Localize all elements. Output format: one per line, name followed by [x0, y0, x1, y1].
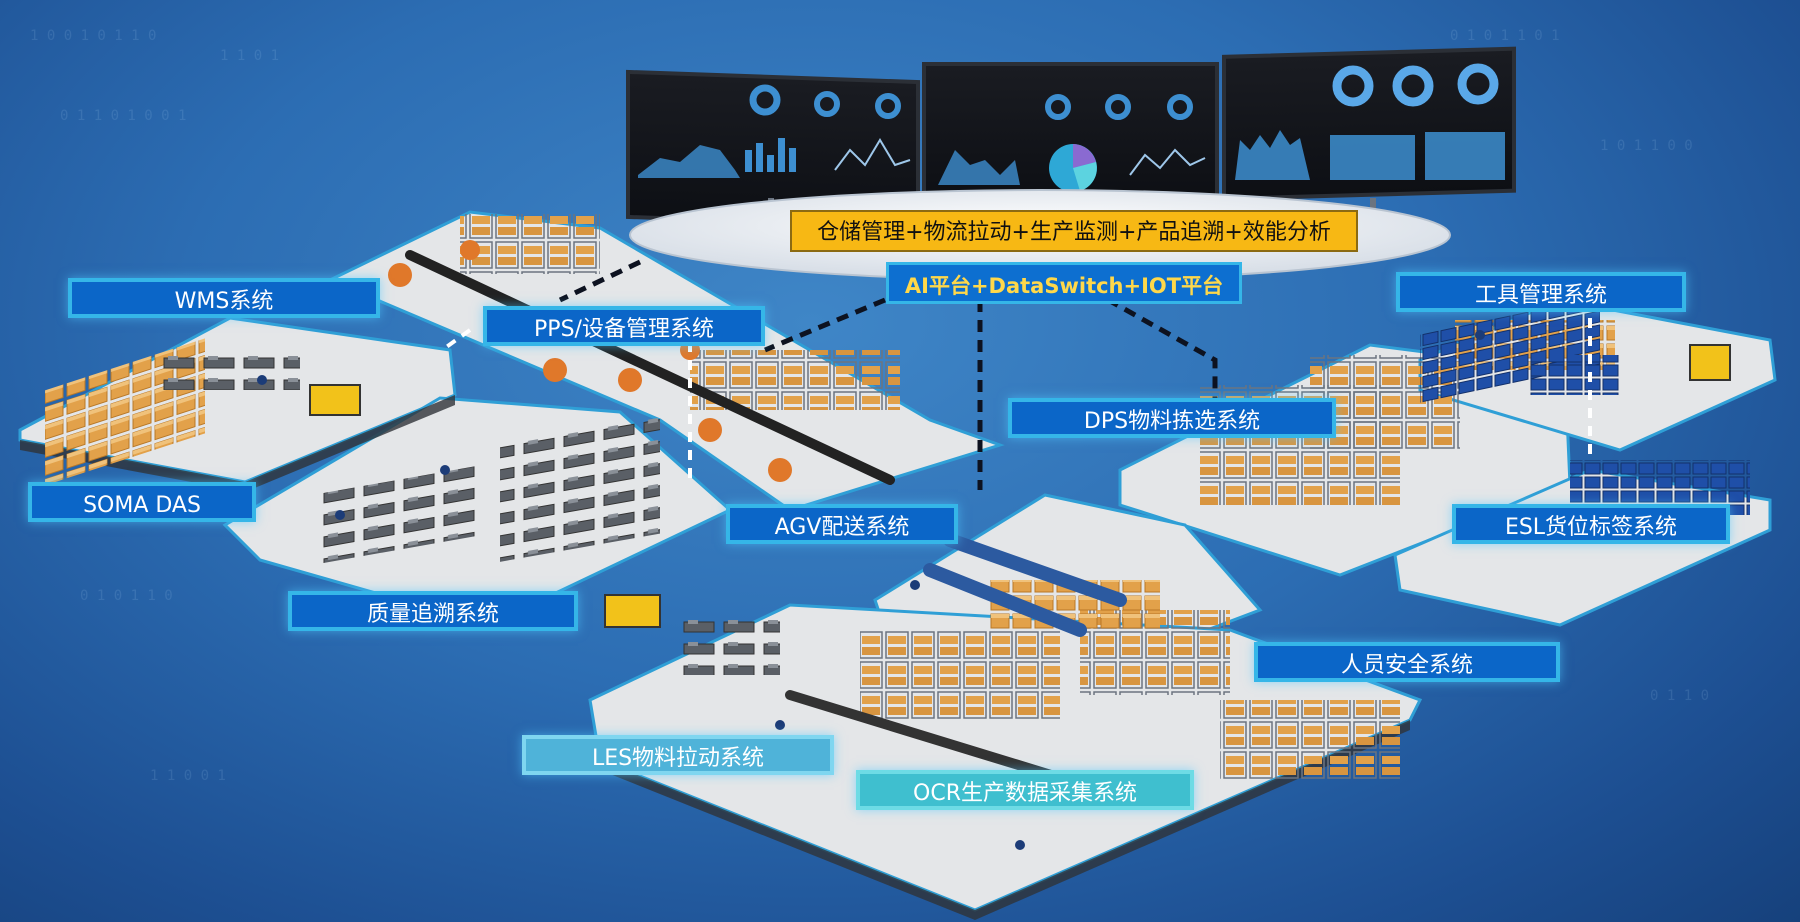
- white-connectors: [443, 300, 1592, 485]
- bar-chart-icon: [745, 138, 796, 172]
- pps-system-label[interactable]: PPS/设备管理系统: [483, 306, 765, 346]
- svg-text:1 0 1 1 0 0: 1 0 1 1 0 0: [1600, 138, 1693, 154]
- shelf-rack-icon: [460, 214, 900, 410]
- platform-bar: AI平台+DataSwitch+IOT平台: [886, 262, 1242, 304]
- agv-system-label[interactable]: AGV配送系统: [726, 504, 958, 544]
- svg-text:1 1 0 1: 1 1 0 1: [220, 48, 279, 64]
- les-system-label[interactable]: LES物料拉动系统: [522, 735, 834, 775]
- personnel-safety-label[interactable]: 人员安全系统: [1254, 642, 1560, 682]
- soma-das-label[interactable]: SOMA DAS: [28, 482, 256, 522]
- screen-2-widgets: [938, 94, 1206, 192]
- dashboard-screens: [626, 46, 1516, 230]
- svg-text:1 1 0 0 1: 1 1 0 0 1: [150, 768, 226, 784]
- tool-management-label[interactable]: 工具管理系统: [1396, 272, 1686, 312]
- svg-text:0 1 0 1 1 0: 0 1 0 1 1 0: [80, 588, 173, 604]
- desk-rows: [160, 350, 780, 675]
- quality-trace-label[interactable]: 质量追溯系统: [288, 591, 578, 631]
- pie-chart-icon: [1049, 144, 1097, 192]
- ocr-system-label[interactable]: OCR生产数据采集系统: [856, 770, 1194, 810]
- svg-text:0 1 1 0 1 0 0 1: 0 1 1 0 1 0 0 1: [60, 108, 186, 124]
- background-code-pattern: 1 0 0 1 0 1 1 0 0 1 1 0 1 0 0 1 1 1 0 1 …: [30, 28, 1709, 784]
- svg-text:1 0 0 1 0 1 1 0: 1 0 0 1 0 1 1 0: [30, 28, 156, 44]
- pallet-box-icon: [45, 320, 1615, 780]
- forklift-icon: [309, 344, 1731, 628]
- screen-1-widgets: [638, 84, 911, 178]
- line-chart-icon: [834, 138, 911, 171]
- svg-text:0 1 0 1 1 0 1: 0 1 0 1 1 0 1: [1450, 28, 1560, 44]
- business-functions-bar: 仓储管理+物流拉动+生产监测+产品追溯+效能分析: [790, 210, 1358, 252]
- wms-system-label[interactable]: WMS系统: [68, 278, 380, 318]
- screen-3-widgets: [1235, 63, 1505, 180]
- blue-bins: [1420, 294, 1750, 515]
- dps-system-label[interactable]: DPS物料拣选系统: [1008, 398, 1336, 438]
- donut-chart-icon: [749, 84, 781, 116]
- esl-system-label[interactable]: ESL货位标签系统: [1452, 504, 1730, 544]
- svg-text:0 1 1 0: 0 1 1 0: [1650, 688, 1709, 704]
